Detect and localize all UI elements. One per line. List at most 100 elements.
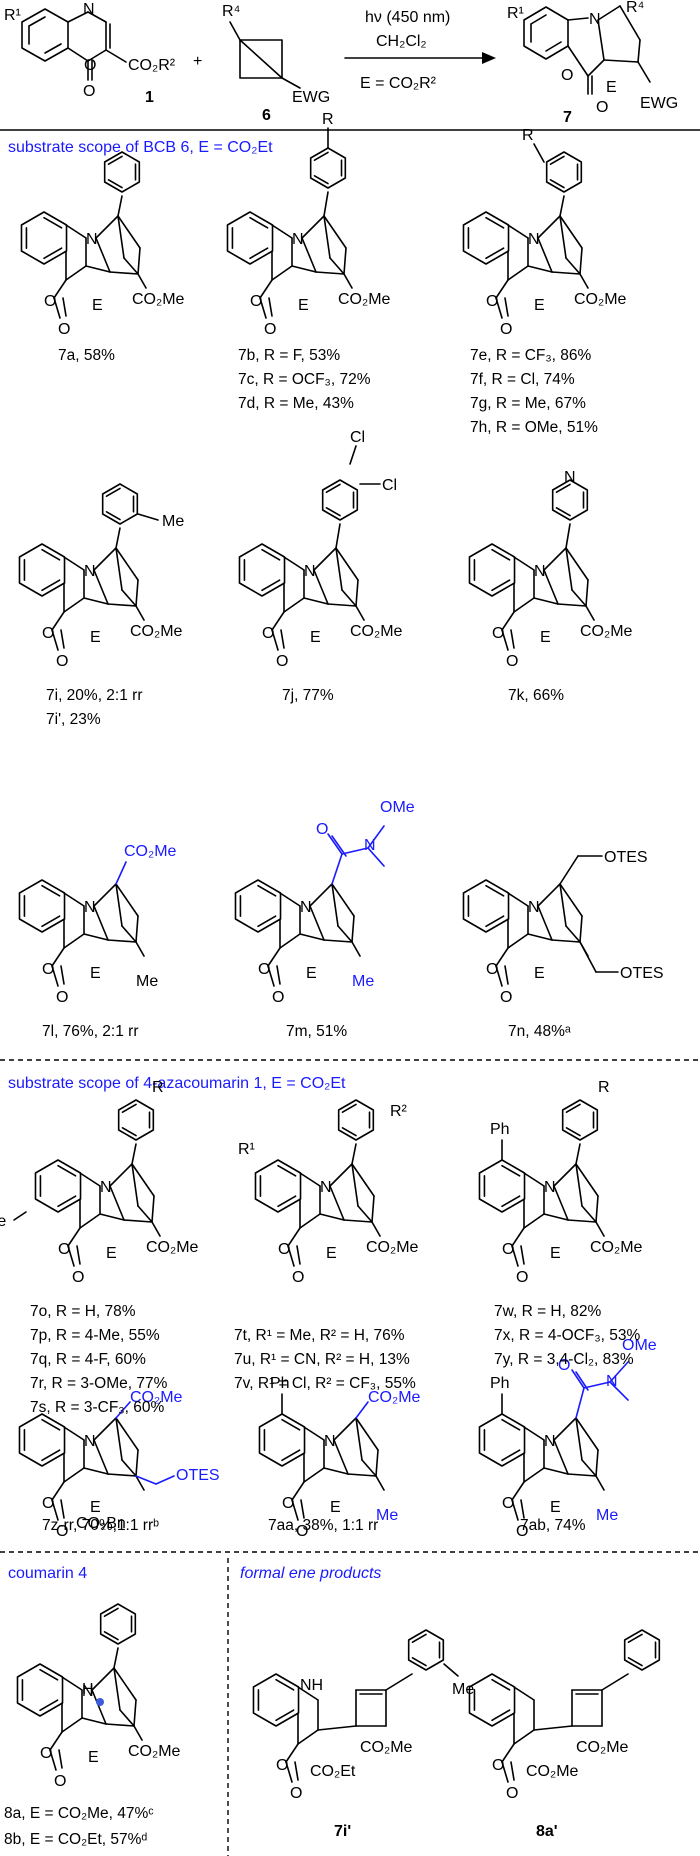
atom-O: O bbox=[486, 293, 498, 310]
atom-O: O bbox=[72, 1269, 84, 1286]
substituent-CO2Me: CO₂Me bbox=[360, 1739, 413, 1756]
caption-line: 8b, E = CO₂Et, 57%ᵈ bbox=[4, 1831, 147, 1848]
caption-7b: 7b, R = F, 53% 7c, R = OCF₃, 72% 7d, R =… bbox=[238, 347, 371, 412]
atom-O: O bbox=[561, 67, 573, 84]
caption-7a: 7a, 58% bbox=[58, 347, 115, 364]
caption-7l: 7l, 76%, 2:1 rr bbox=[42, 1023, 139, 1040]
atom-O: O bbox=[44, 293, 56, 310]
atom-O: O bbox=[42, 1495, 54, 1512]
atom-N: N bbox=[606, 1373, 618, 1390]
atom-O: O bbox=[264, 321, 276, 338]
section-coumarin: coumarin 4 bbox=[8, 1565, 87, 1582]
substituent-R1: R¹ bbox=[238, 1141, 255, 1158]
substituent-OTES: OTES bbox=[604, 849, 648, 866]
caption-7z: 7z-rr, 70%,1:1 rrᵇ bbox=[42, 1517, 159, 1534]
atom-E: E bbox=[534, 297, 545, 314]
atom-E: E bbox=[92, 297, 103, 314]
atom-E: E bbox=[306, 965, 317, 982]
atom-O: O bbox=[500, 321, 512, 338]
label-EWG: EWG bbox=[292, 89, 330, 106]
atom-N: N bbox=[528, 899, 540, 916]
substituent-Me: Me bbox=[452, 1681, 474, 1698]
substituent-OTES: OTES bbox=[620, 965, 664, 982]
atom-N: N bbox=[84, 563, 96, 580]
caption-line: 7w, R = H, 82% bbox=[494, 1303, 601, 1320]
atom-E: E bbox=[550, 1245, 561, 1262]
substituent-Cl: Cl bbox=[350, 429, 365, 446]
caption-line: 7k, 66% bbox=[508, 687, 564, 704]
caption-line: 7x, R = 4-OCF₃, 53% bbox=[494, 1327, 641, 1344]
caption-7i: 7i, 20%, 2:1 rr 7i', 23% bbox=[46, 687, 143, 728]
caption-line: 7m, 51% bbox=[286, 1023, 347, 1040]
substituent-CO2Me: CO₂Me bbox=[128, 1743, 181, 1760]
atom-E: E bbox=[310, 629, 321, 646]
caption-7e: 7e, R = CF₃, 86% 7f, R = Cl, 74% 7g, R =… bbox=[470, 347, 598, 436]
label-EWG: EWG bbox=[640, 95, 678, 112]
molecule-7o: NOOECO₂MeMeR bbox=[0, 1079, 199, 1286]
atom-O: O bbox=[250, 293, 262, 310]
substituent-CO2Me: CO₂Me bbox=[124, 843, 177, 860]
caption-line: 7o, R = H, 78% bbox=[30, 1303, 136, 1320]
atom-N: N bbox=[84, 899, 96, 916]
atom-O: O bbox=[83, 83, 95, 100]
atom-E: E bbox=[326, 1245, 337, 1262]
caption-line: 7aa, 38%, 1:1 rr bbox=[268, 1517, 378, 1534]
atom-N: N bbox=[324, 1433, 336, 1450]
atom-O: O bbox=[290, 1785, 302, 1802]
caption-line: 8a' bbox=[536, 1823, 558, 1840]
atom-E: E bbox=[550, 1499, 561, 1516]
label-R4: R⁴ bbox=[222, 3, 241, 20]
atom-O: O bbox=[40, 1745, 52, 1762]
product-7-label: 7 bbox=[563, 109, 572, 126]
substituent-Me: Me bbox=[352, 973, 374, 990]
section-ene-products: formal ene products bbox=[240, 1565, 381, 1582]
substituent-CO2Me: CO₂Me bbox=[350, 623, 403, 640]
substituent-Ph: Ph bbox=[490, 1375, 510, 1392]
atom-O: O bbox=[278, 1241, 290, 1258]
condition-solvent: CH₂Cl₂ bbox=[376, 33, 427, 50]
substituent-Me: Me bbox=[596, 1507, 618, 1524]
caption-7o: 7o, R = H, 78% 7p, R = 4-Me, 55% 7q, R =… bbox=[30, 1303, 168, 1416]
atom-N: N bbox=[304, 563, 316, 580]
caption-line: 7a, 58% bbox=[58, 347, 115, 364]
caption-line: 7j, 77% bbox=[282, 687, 334, 704]
substituent-OMe: OMe bbox=[380, 799, 415, 816]
atom-O: O bbox=[506, 1785, 518, 1802]
section-bcb-scope: substrate scope of BCB 6, E = CO₂Et bbox=[8, 139, 273, 156]
atom-O: O bbox=[42, 961, 54, 978]
caption-7j: 7j, 77% bbox=[282, 687, 334, 704]
caption-line: 7p, R = 4-Me, 55% bbox=[30, 1327, 160, 1344]
reactant-6-label: 6 bbox=[262, 107, 271, 124]
caption-line: 7d, R = Me, 43% bbox=[238, 395, 354, 412]
atom-O: O bbox=[58, 321, 70, 338]
caption-line: 7c, R = OCF₃, 72% bbox=[238, 371, 371, 388]
substituent-CO2Me: CO₂Me bbox=[580, 623, 633, 640]
atom-O: O bbox=[292, 1269, 304, 1286]
substituent-ester: CO₂Me bbox=[526, 1763, 579, 1780]
caption-line: 7f, R = Cl, 74% bbox=[470, 371, 575, 388]
atom-N: N bbox=[528, 231, 540, 248]
atom-O: O bbox=[276, 653, 288, 670]
plus-sign: + bbox=[193, 53, 202, 70]
atom-O: O bbox=[502, 1495, 514, 1512]
stereocenter-marker bbox=[96, 1698, 104, 1706]
atom-N: N bbox=[544, 1179, 556, 1196]
caption-line: 7z-rr, 70%,1:1 rrᵇ bbox=[42, 1517, 159, 1534]
atom-O: O bbox=[276, 1757, 288, 1774]
substituent-CO2Me: CO₂Me bbox=[130, 1389, 183, 1406]
atom-O: O bbox=[56, 653, 68, 670]
substituent-R: R bbox=[598, 1079, 610, 1096]
